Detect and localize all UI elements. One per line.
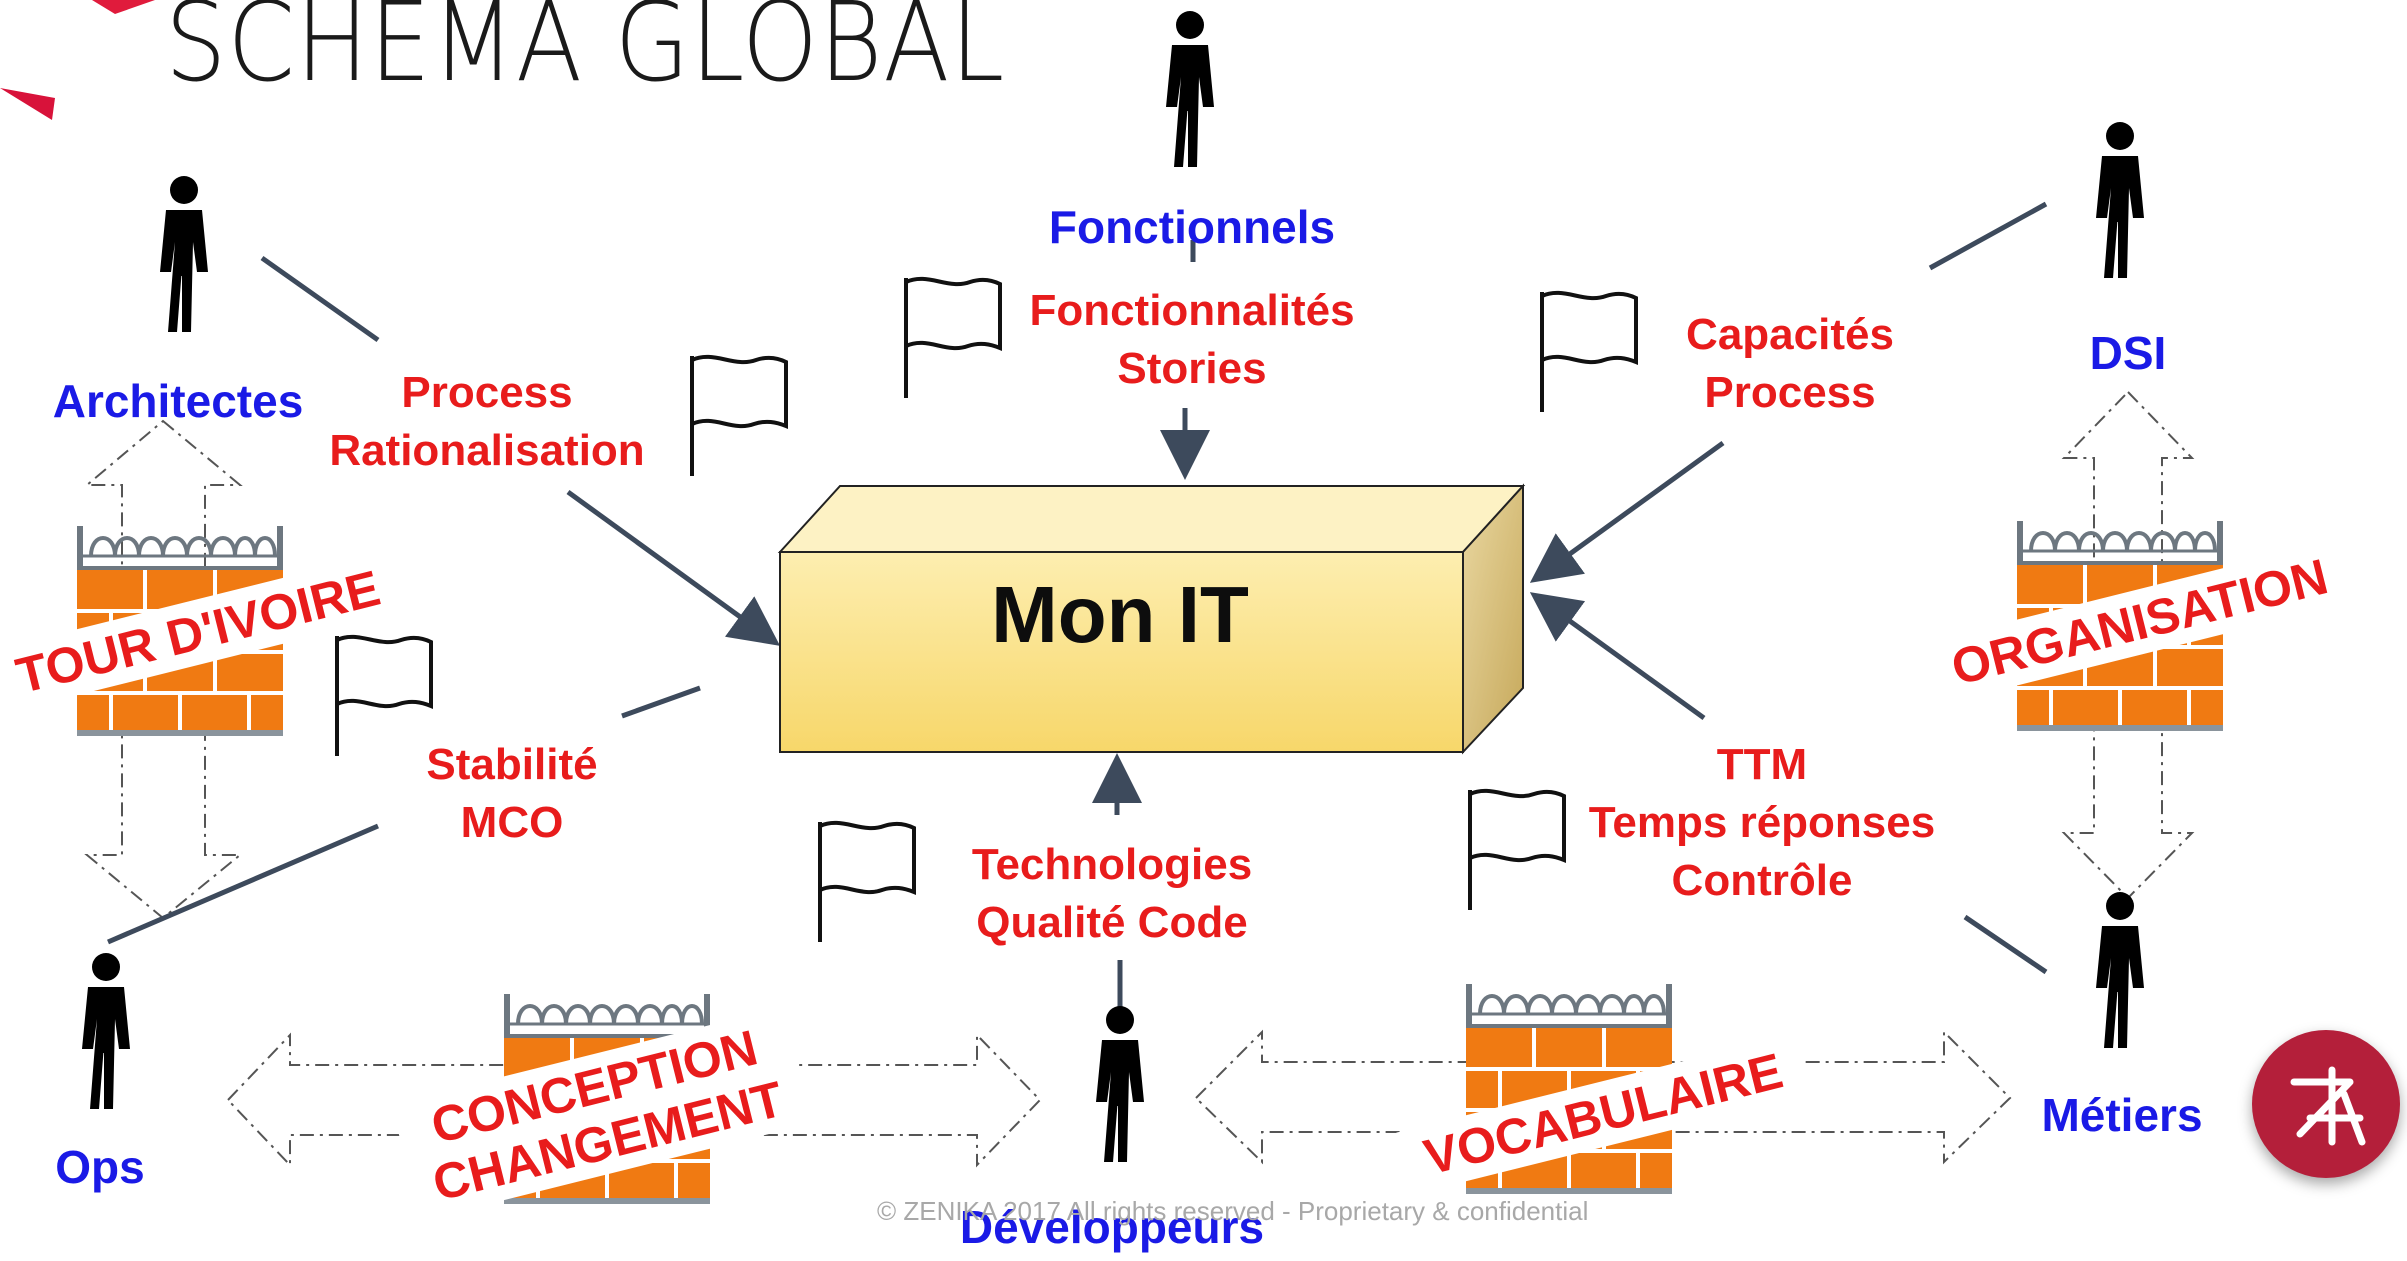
concern-top-left: Process Rationalisation — [329, 364, 644, 480]
flag-icon — [1468, 788, 1566, 912]
role-ops: Ops — [55, 1141, 145, 1193]
person-developpeurs-icon — [1096, 1006, 1144, 1162]
connector-lines — [107, 201, 2048, 1014]
concern-line: Qualité Code — [976, 898, 1248, 947]
copyright-notice: © ZENIKA 2017 All rights reserved - Prop… — [877, 1196, 1589, 1226]
concern-line: Temps réponses — [1588, 798, 1936, 847]
concern-line: Process — [1704, 368, 1876, 417]
person-dsi-icon — [2096, 122, 2144, 278]
flag-icon — [818, 820, 916, 944]
concern-line: Stabilité — [426, 740, 598, 789]
role-metiers: Métiers — [2041, 1089, 2203, 1141]
person-architectes-icon — [160, 176, 208, 332]
concern-line: TTM — [1716, 740, 1808, 789]
flag-icon — [1540, 290, 1638, 414]
arrows-into-core — [566, 408, 1725, 815]
flag-icon — [690, 354, 788, 478]
person-fonctionnels-icon — [1166, 11, 1214, 167]
concern-line: Technologies — [971, 840, 1253, 889]
flag-icon — [335, 634, 433, 758]
concern-line: Contrôle — [1671, 856, 1853, 905]
core-label: Mon IT — [991, 570, 1249, 659]
role-developpeurs: Développeurs — [959, 1201, 1265, 1253]
logo-glyph-icon — [2290, 1066, 2366, 1146]
role-dsi: DSI — [2089, 327, 2167, 379]
concern-bottom-left: Stabilité MCO — [426, 736, 597, 852]
person-ops-icon — [82, 953, 130, 1109]
flag-icon — [904, 276, 1002, 400]
decor-triangle-top — [92, 0, 155, 14]
concern-top-right: Capacités Process — [1686, 306, 1894, 422]
decor-triangle-left — [0, 88, 55, 120]
double-arrow-bottom-right — [1194, 1029, 2012, 1165]
concern-line: Rationalisation — [329, 426, 645, 475]
role-fonctionnels: Fonctionnels — [1048, 201, 1336, 253]
core-box — [777, 483, 1526, 755]
role-architectes: Architectes — [52, 375, 304, 427]
concern-top: Fonctionnalités Stories — [1029, 282, 1354, 398]
concern-line: Stories — [1117, 344, 1267, 393]
concern-line: MCO — [460, 798, 564, 847]
concern-line: Fonctionnalités — [1029, 286, 1355, 335]
concern-line: Capacités — [1686, 310, 1894, 359]
person-metiers-icon — [2096, 892, 2144, 1048]
concern-bottom: Technologies Qualité Code — [972, 836, 1252, 952]
double-arrow-bottom-left — [226, 1032, 1042, 1168]
concern-bottom-right: TTM Temps réponses Contrôle — [1589, 736, 1935, 910]
concern-line: Process — [401, 368, 573, 417]
page-title: SCHEMA GLOBAL — [165, 0, 1006, 106]
zenika-logo-icon — [2252, 1030, 2400, 1178]
